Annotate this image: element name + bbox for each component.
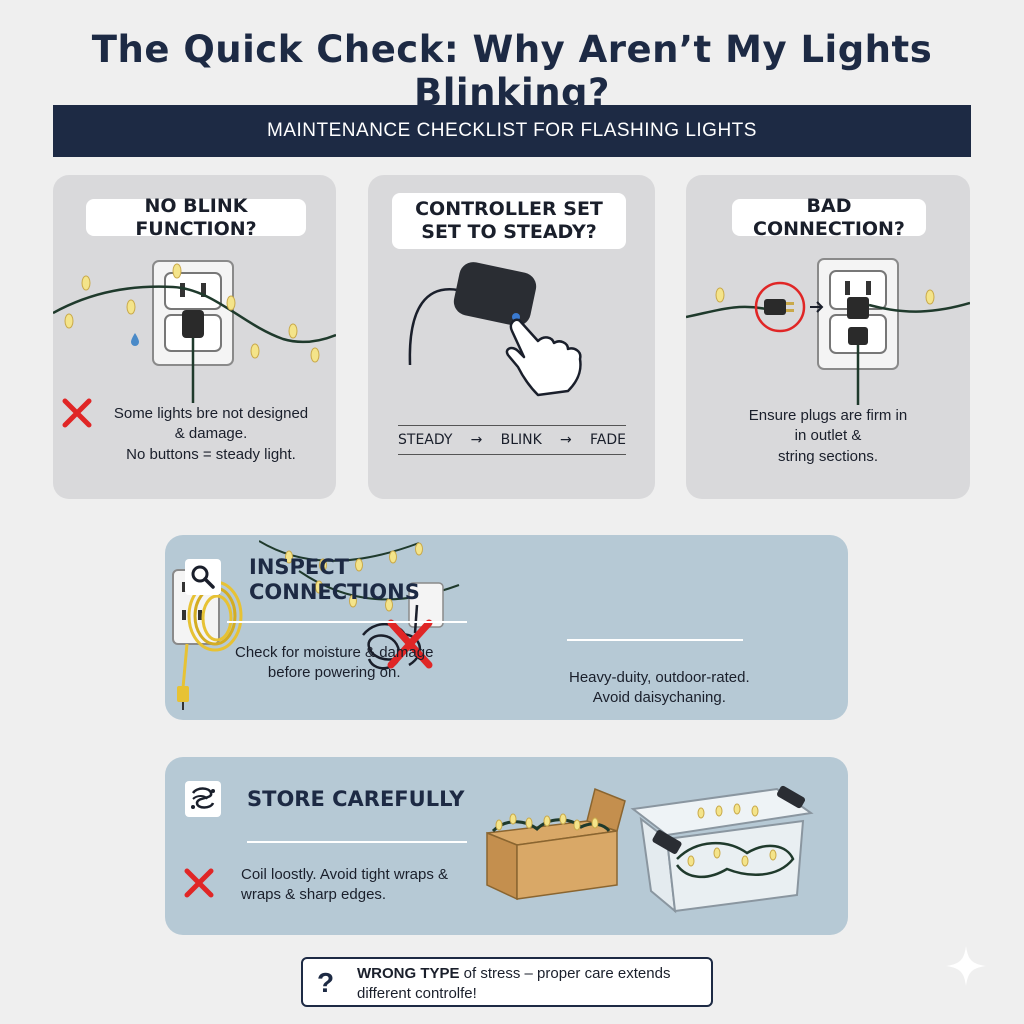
panel-title: INSPECT CONNECTIONS [249, 555, 420, 605]
card-heading: CONTROLLER SET SET TO STEADY? [392, 193, 626, 249]
card-heading: NO BLINK FUNCTION? [86, 195, 306, 240]
bulbs [715, 287, 935, 305]
coil-icon [191, 787, 215, 809]
magnifier-icon [191, 565, 215, 589]
card-description: Ensure plugs are firm in in outlet & str… [748, 407, 908, 465]
arrow-icon: → [560, 432, 572, 448]
divider [567, 639, 743, 641]
string-lights-outlet-illustration [53, 260, 336, 403]
pointing-hand-icon [505, 318, 582, 397]
divider [247, 841, 467, 843]
inspect-left-text: Check for moisture & damage before power… [235, 644, 434, 682]
divider [227, 621, 467, 623]
page-title: The Quick Check: Why Aren’t My Lights Bl… [91, 28, 933, 114]
loose-plug-highlight [754, 281, 806, 333]
plug [182, 310, 204, 338]
plug [847, 297, 869, 319]
footer-tip: ? WRONG TYPE of stress – proper care ext… [301, 957, 713, 1007]
x-mark-icon [62, 398, 92, 428]
plug-connection-illustration [686, 258, 970, 405]
inspect-connections-panel: INSPECT CONNECTIONS Check for moisture &… [165, 535, 848, 720]
store-carefully-panel: STORE CAREFULLY Coil loostly. Avoid tigh… [165, 757, 848, 935]
water-drop-icon [131, 333, 139, 346]
question-mark-icon: ? [317, 967, 335, 998]
cardboard-box-illustration [486, 787, 626, 901]
x-mark-icon [387, 619, 433, 669]
inspect-right-text: Heavy-duity, outdoor-rated. Avoid daisyc… [569, 669, 750, 707]
checklist-banner: MAINTENANCE CHECKLIST FOR FLASHING LIGHT… [53, 105, 971, 157]
bulbs [64, 263, 320, 363]
sparkle-icon [946, 946, 986, 986]
plastic-storage-bin-illustration [630, 785, 814, 914]
arrow-icon [810, 301, 824, 313]
card-description: Some lights bre not designed & damage. N… [113, 405, 309, 463]
mode-blink: BLINK [500, 432, 542, 448]
coil-icon-box [185, 781, 221, 817]
mode-sequence: STEADY → BLINK → FADE [398, 425, 626, 455]
tangled-string-lights-illustration [258, 540, 460, 670]
arrow-icon: → [470, 432, 483, 448]
magnifier-icon-box [185, 559, 221, 595]
mode-fade: FADE [589, 432, 626, 448]
controller-box [453, 262, 537, 326]
footer-text: WRONG TYPE of stress – proper care exten… [357, 965, 671, 1003]
card-bad-connection: BAD CONNECTION? Ensure plugs are firm in… [686, 175, 970, 499]
card-controller: CONTROLLER SET SET TO STEADY? STEADY → B… [368, 175, 655, 499]
store-text: Coil loostly. Avoid tight wraps & wraps … [241, 866, 449, 904]
card-heading: BAD CONNECTION? [732, 195, 926, 240]
controller-illustration [408, 262, 582, 397]
mode-steady: STEADY [398, 432, 453, 448]
x-mark-icon [184, 868, 214, 898]
panel-title: STORE CAREFULLY [247, 787, 465, 811]
card-no-blink: NO BLINK FUNCTION? Some lights bre not d… [53, 175, 336, 499]
